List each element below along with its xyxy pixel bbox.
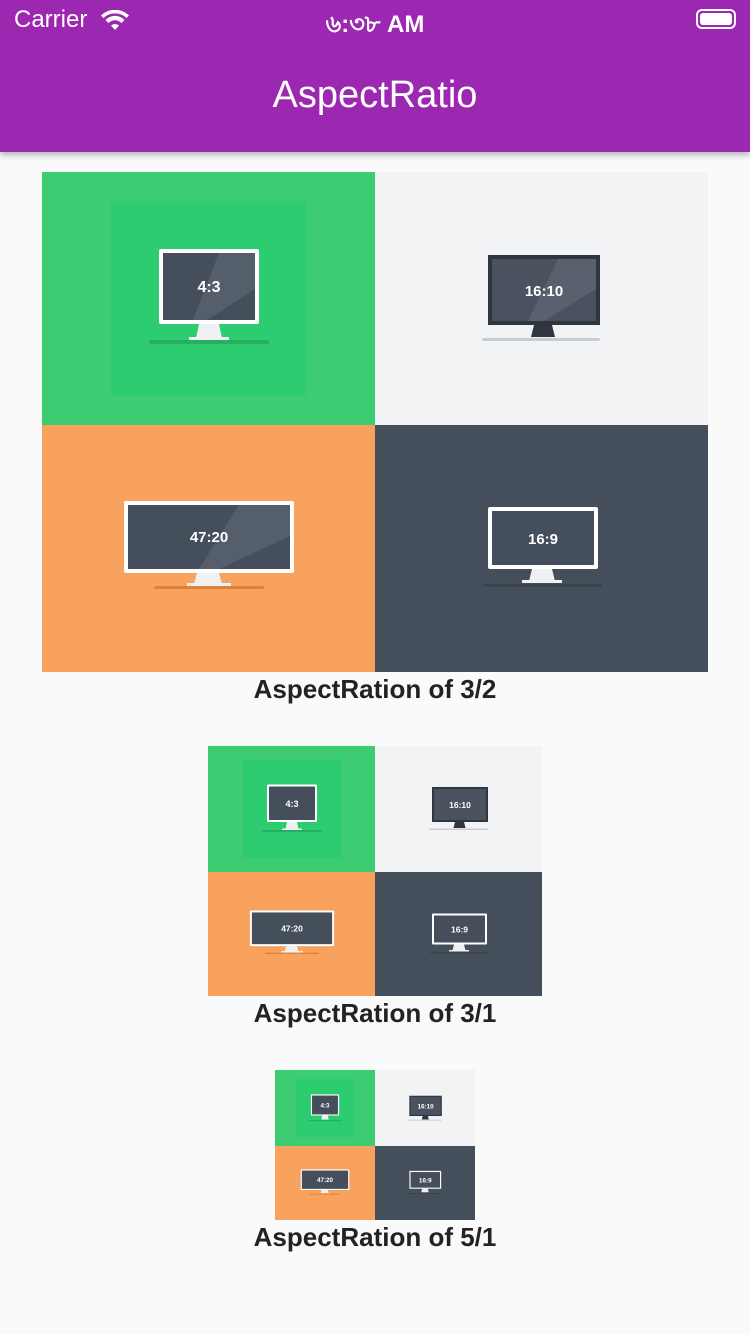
tile-label: 16:10: [449, 800, 471, 810]
tile-16-9: 16:9: [375, 1146, 475, 1220]
monitor-icon: 16:9: [408, 1170, 443, 1194]
tile-label: 4:3: [321, 1102, 331, 1109]
wifi-icon: [101, 10, 129, 30]
tile-16-9: 16:9: [375, 872, 542, 996]
tile-16-9: 16:9: [375, 425, 708, 672]
tile-label: 47:20: [317, 1177, 334, 1184]
aspect-grid-3-1: 4:3 16:10 47:20 16:9: [208, 746, 542, 996]
tile-47-20: 47:20: [42, 425, 375, 672]
monitor-icon: 16:9: [429, 913, 489, 953]
tile-16-10: 16:10: [375, 172, 708, 425]
tile-label: 47:20: [281, 923, 303, 933]
tile-label: 16:9: [450, 924, 467, 934]
monitor-icon: 47:20: [123, 501, 294, 589]
tile-16-10: 16:10: [375, 746, 542, 872]
monitor-icon: 4:3: [148, 248, 269, 344]
carrier-label: Carrier: [14, 6, 88, 33]
monitor-icon: 16:10: [407, 1095, 442, 1121]
battery-icon: [696, 9, 736, 29]
caption-3-2: AspectRation of 3/2: [253, 674, 497, 704]
monitor-icon: 16:9: [483, 506, 602, 587]
tile-label: 47:20: [189, 529, 227, 546]
aspect-grid-3-2: 4:3 16:10 47:20: [42, 172, 708, 672]
app-bar: Carrier ৬:৩৮ AM AspectRatio: [0, 0, 750, 152]
app-bar-title: AspectRatio: [272, 74, 478, 116]
tile-4-3: 4:3: [275, 1070, 375, 1146]
monitor-icon: 16:10: [428, 787, 488, 830]
tile-label: 4:3: [285, 799, 298, 809]
caption-5-1: AspectRation of 5/1: [253, 1222, 497, 1252]
aspect-grid-5-1: 4:3 16:10 47:20 16:9: [275, 1070, 475, 1220]
monitor-icon: 4:3: [261, 784, 322, 832]
tile-label: 16:9: [527, 531, 557, 548]
tile-47-20: 47:20: [208, 872, 375, 996]
tile-4-3: 4:3: [208, 746, 375, 872]
monitor-icon: 47:20: [300, 1169, 350, 1195]
tile-label: 16:10: [417, 1103, 434, 1110]
tile-label: 16:9: [419, 1177, 432, 1184]
caption-3-1: AspectRation of 3/1: [253, 998, 497, 1028]
clock: ৬:৩৮ AM: [325, 11, 425, 38]
monitor-icon: 47:20: [249, 910, 334, 955]
status-bar: Carrier ৬:৩৮ AM: [0, 0, 750, 40]
tile-4-3: 4:3: [42, 172, 375, 425]
tile-label: 4:3: [197, 279, 220, 296]
tile-16-10: 16:10: [375, 1070, 475, 1146]
tile-label: 16:10: [524, 283, 562, 300]
monitor-icon: 16:10: [481, 254, 600, 341]
monitor-icon: 4:3: [308, 1093, 342, 1121]
tile-47-20: 47:20: [275, 1146, 375, 1220]
